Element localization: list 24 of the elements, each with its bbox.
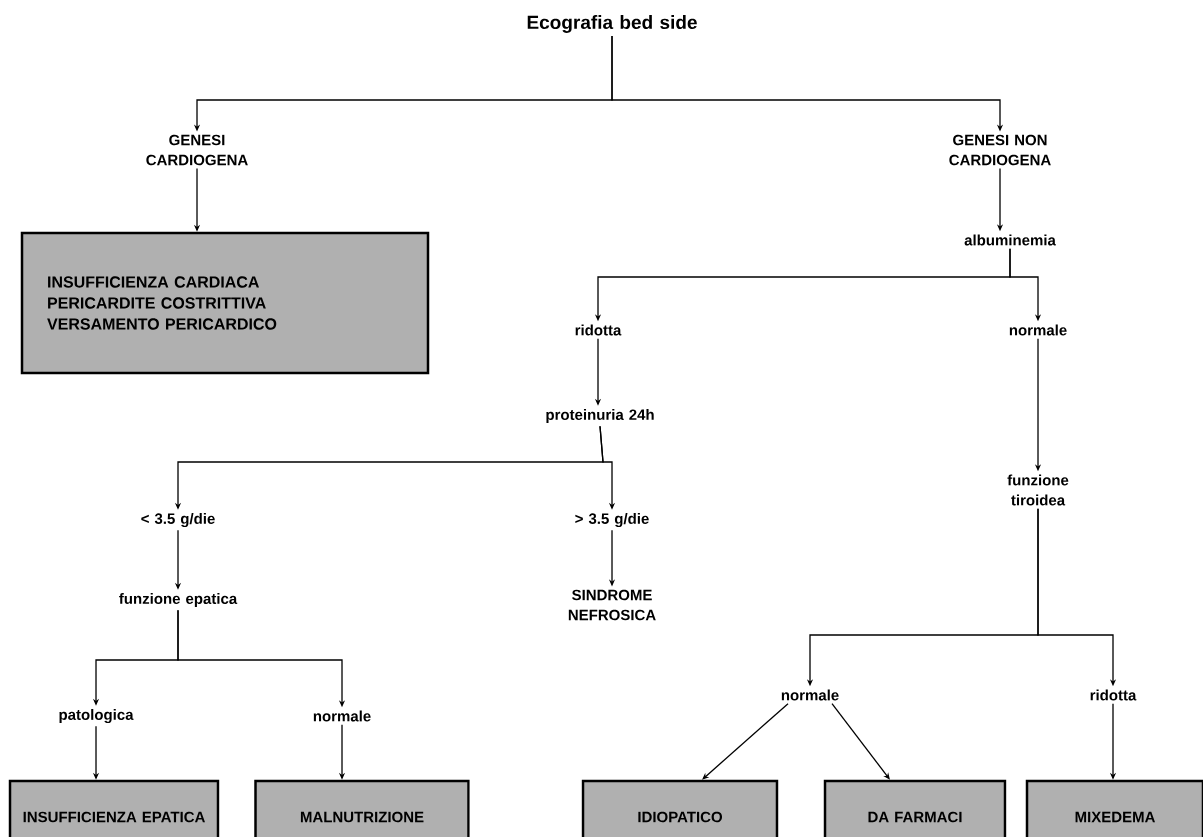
diagnosis-box: MIXEDEMA: [1025, 779, 1203, 837]
step-label: ridotta: [1090, 689, 1137, 701]
step-label: < 3.5 g/die: [141, 512, 215, 527]
diagnosis-box: MALNUTRIZIONE: [254, 779, 470, 837]
step-label: normale: [781, 689, 839, 701]
diagnosis-box: IDIOPATICO: [581, 779, 779, 837]
arrow: [831, 703, 890, 780]
step-label: funzione epatica: [119, 593, 238, 607]
step-label: > 3.5 g/die: [575, 512, 649, 527]
step-label: normale: [1009, 324, 1067, 336]
arrow: [702, 703, 789, 780]
step-label: albuminemia: [964, 234, 1056, 246]
step-label: normale: [313, 710, 371, 722]
step-label: patologica: [59, 708, 134, 723]
step-label: ridotta: [575, 324, 622, 336]
diagnosis-box: DA FARMACI: [823, 779, 1007, 837]
diagnosis-box: INSUFFICIENZA EPATICA: [8, 779, 220, 837]
step-label: GENESI CARDIOGENA: [146, 134, 248, 166]
step-label: GENESI NON CARDIOGENA: [949, 134, 1051, 166]
step-label: proteinuria 24h: [546, 409, 654, 423]
step-label: SINDROME NEFROSICA: [568, 589, 656, 621]
step-label: funzione tiroidea: [1007, 474, 1069, 506]
title-text: Ecografia bed side: [527, 15, 697, 33]
diagnosis-box: INSUFFICIENZA CARDIACA PERICARDITE COSTRITTIVA VERSAMENTO PERICARDICO: [20, 231, 430, 375]
